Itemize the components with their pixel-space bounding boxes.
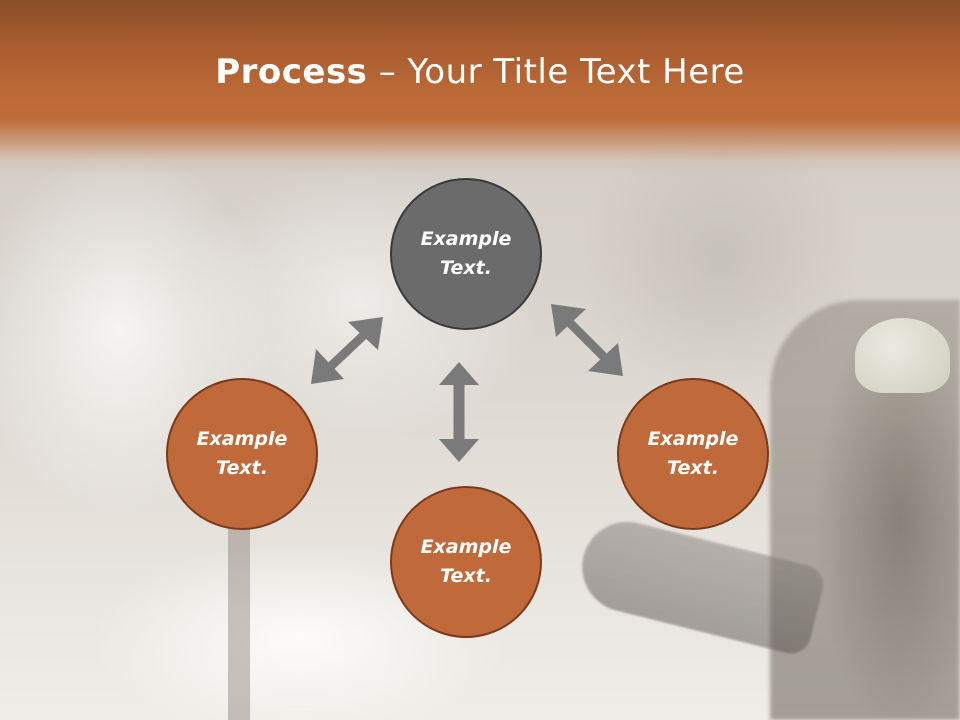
double-arrow-vertical-icon[interactable]: [439, 362, 479, 462]
cycle-node-bottom[interactable]: Example Text.: [390, 486, 542, 638]
cycle-node-bottom-label: Example Text.: [420, 536, 512, 587]
title-rest: – Your Title Text Here: [367, 52, 745, 92]
cycle-node-right[interactable]: Example Text.: [617, 378, 769, 530]
background-helmet: [855, 318, 950, 393]
background-post: [228, 520, 250, 720]
double-arrow-diagonal-icon[interactable]: [311, 317, 383, 384]
slide-title[interactable]: Process – Your Title Text Here: [0, 52, 960, 92]
title-bold: Process: [215, 52, 368, 92]
cycle-node-left[interactable]: Example Text.: [166, 378, 318, 530]
cycle-node-left-label: Example Text.: [196, 428, 288, 479]
double-arrow-diagonal-icon[interactable]: [551, 304, 623, 376]
title-band: [0, 0, 960, 175]
cycle-node-center[interactable]: Example Text.: [390, 178, 542, 330]
cycle-node-center-label: Example Text.: [420, 228, 512, 279]
cycle-node-right-label: Example Text.: [647, 428, 739, 479]
